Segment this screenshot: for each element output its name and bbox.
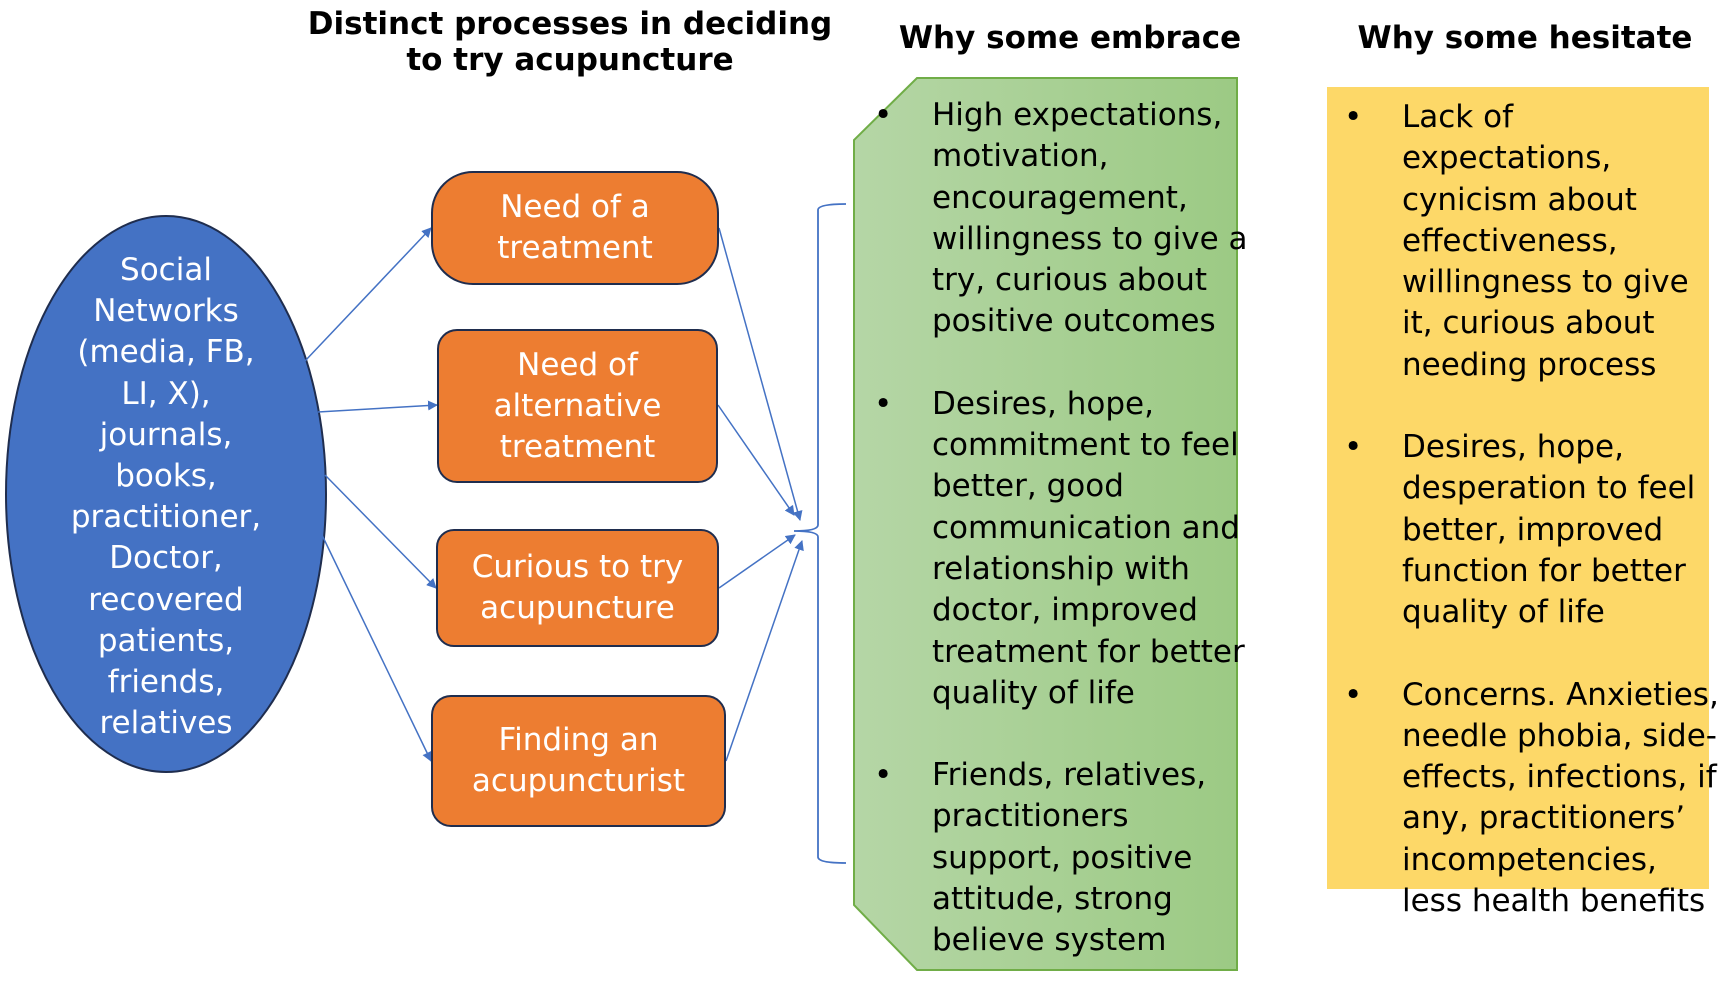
arrow-box-2-to-brace (718, 534, 796, 589)
arrow-source-to-box-1 (317, 400, 438, 413)
bullet-icon: • (874, 757, 893, 794)
source-node-line: books, (115, 458, 217, 495)
embrace-list: • High expectations, motivation, encoura… (860, 95, 1250, 1003)
source-node-ellipse (5, 215, 327, 773)
arrow-box-3-to-brace (725, 540, 804, 762)
diagram-canvas (5, 77, 1709, 971)
embrace-item: • Friends, relatives, practitioners supp… (860, 755, 1250, 961)
hesitate-list: • Lack of expectations, cynicism about e… (1330, 97, 1720, 963)
process-box-curious: Curious to try acupuncture (436, 529, 719, 647)
embrace-heading: Why some embrace (898, 20, 1242, 56)
arrow-box-1-to-brace (717, 404, 795, 516)
bullet-icon: • (1344, 429, 1363, 466)
bullet-icon: • (1344, 99, 1363, 135)
embrace-item-text: Friends, relatives, practitioners suppor… (932, 757, 1207, 959)
process-heading: Distinct processes in deciding to try ac… (307, 6, 833, 78)
embrace-item-text: Desires, hope, commitment to feel better… (932, 385, 1245, 711)
hesitate-item-text: Concerns. Anxieties, needle phobia, side… (1402, 676, 1719, 920)
embrace-item: • High expectations, motivation, encoura… (860, 95, 1250, 343)
embrace-item-text: High expectations, motivation, encourage… (932, 97, 1248, 340)
hesitate-item-text: Desires, hope, desperation to feel bette… (1402, 429, 1696, 631)
grouping-brace (793, 203, 847, 864)
arrow-box-0-to-brace (718, 227, 803, 521)
source-node-line: Doctor, (109, 540, 223, 577)
hesitate-item: • Concerns. Anxieties, needle phobia, si… (1330, 675, 1720, 923)
hesitate-item-text: Lack of expectations, cynicism about eff… (1402, 99, 1689, 383)
arrow-source-to-box-2 (324, 474, 437, 589)
arrow-source-to-box-0 (304, 227, 432, 362)
process-box-label: Finding an acupuncturist (471, 722, 686, 799)
source-node-line: friends, (107, 664, 225, 701)
process-box-finding-acupuncturist: Finding an acupuncturist (431, 695, 726, 827)
source-node-line: recovered (88, 581, 244, 618)
bullet-icon: • (1344, 676, 1363, 713)
source-node-line: Networks (93, 293, 239, 330)
source-node-line: (media, FB, (77, 334, 255, 371)
hesitate-item: • Lack of expectations, cynicism about e… (1330, 97, 1720, 386)
process-box-need-alternative: Need of alternative treatment (437, 329, 718, 483)
hesitate-heading: Why some hesitate (1357, 20, 1693, 56)
source-node-line: practitioner, (70, 499, 262, 536)
process-box-label: Need of a treatment (497, 189, 653, 266)
source-node-line: LI, X), (121, 375, 211, 412)
embrace-item: • Desires, hope, commitment to feel bett… (860, 384, 1250, 714)
bullet-icon: • (874, 385, 893, 422)
process-box-label: Curious to try acupuncture (471, 549, 684, 626)
process-box-label: Need of alternative treatment (493, 346, 662, 465)
source-node-line: relatives (99, 705, 233, 742)
process-box-need-treatment: Need of a treatment (431, 171, 719, 285)
bullet-icon: • (874, 97, 893, 133)
hesitate-item: • Desires, hope, desperation to feel bet… (1330, 427, 1720, 633)
source-node-line: journals, (99, 416, 233, 453)
source-node-line: patients, (97, 622, 235, 659)
embrace-panel (853, 77, 1238, 971)
hesitate-panel (1327, 87, 1709, 889)
arrow-source-to-box-3 (321, 534, 432, 762)
source-node-line: Social (120, 252, 212, 288)
